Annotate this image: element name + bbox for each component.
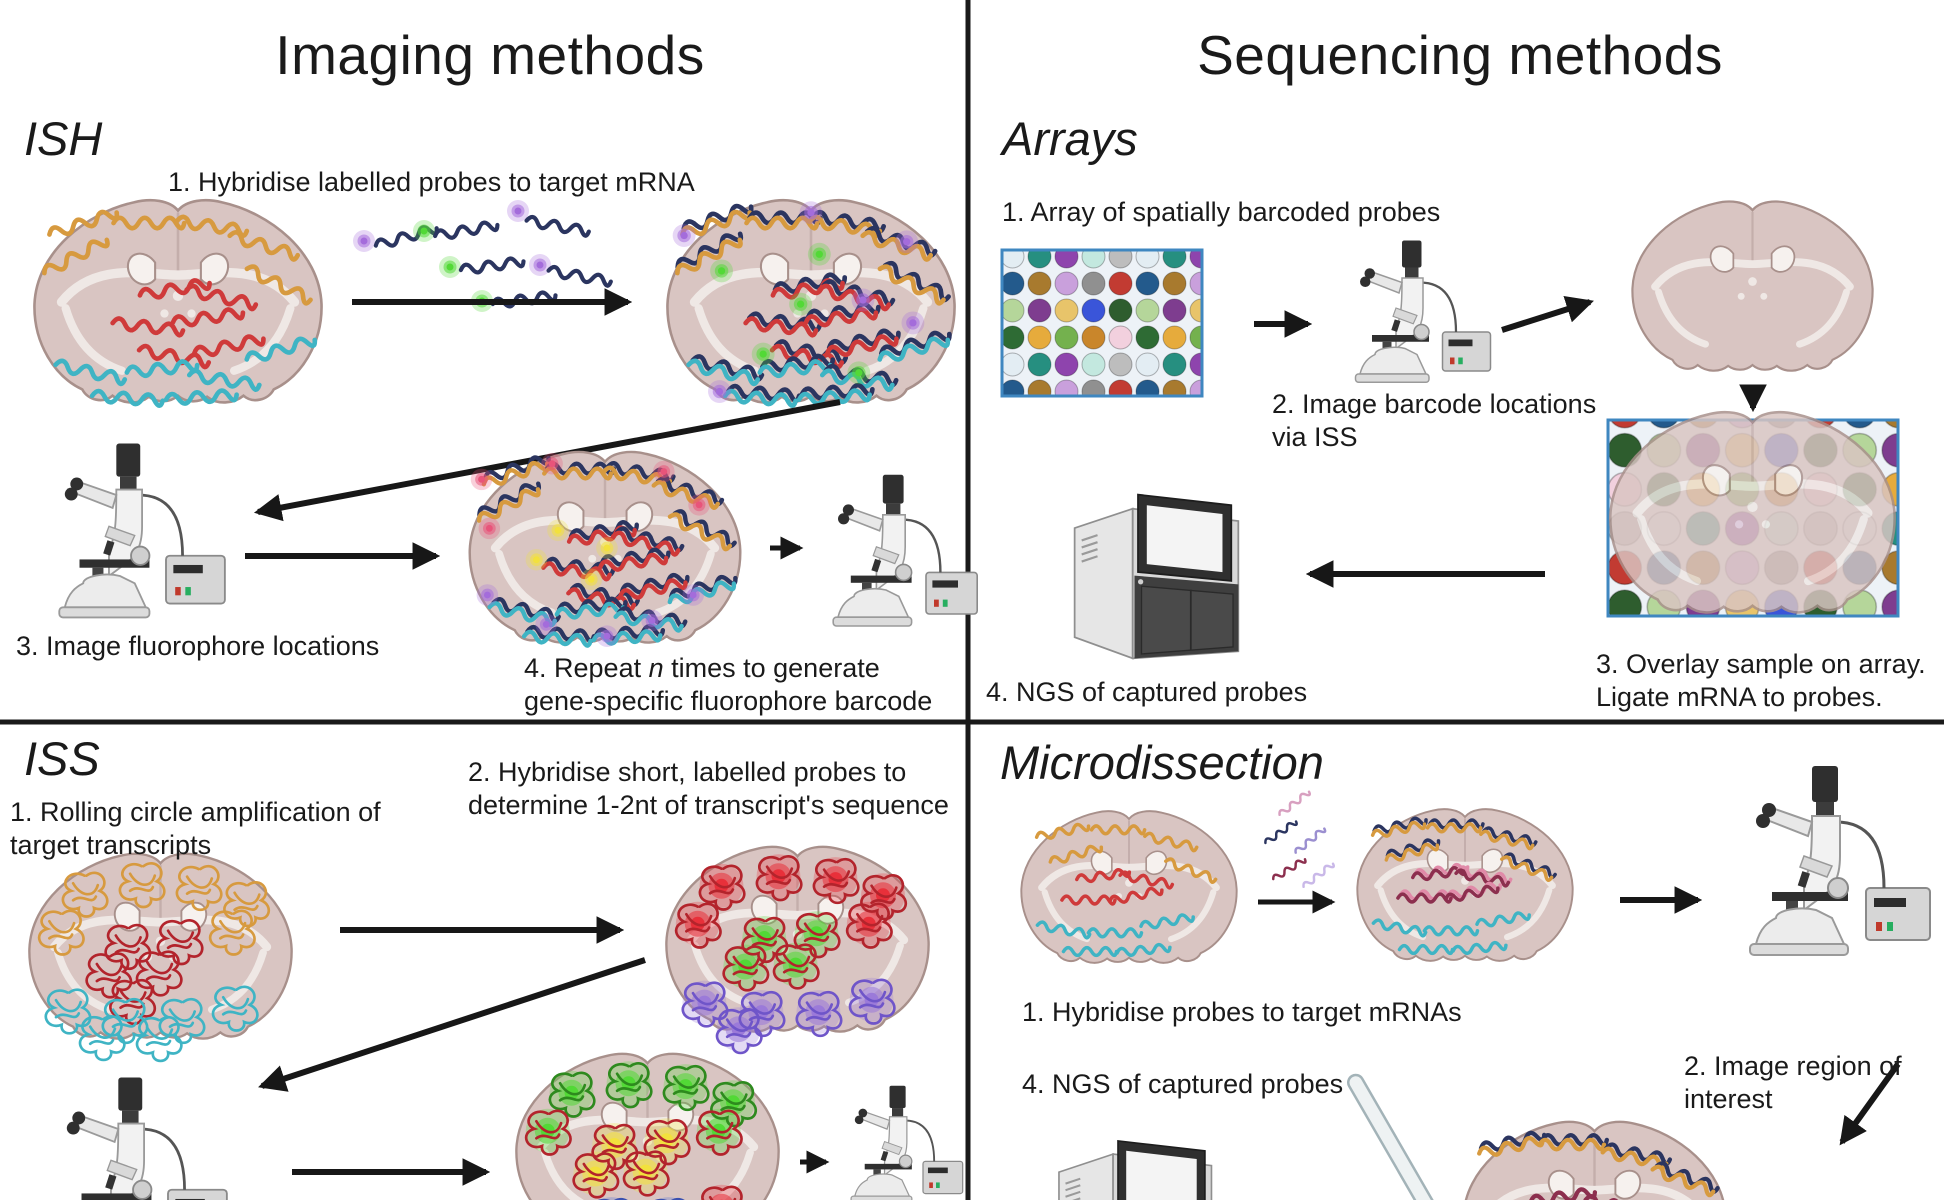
arrow-microscope-to-sample	[1501, 295, 1594, 333]
ish-step4-suffix: times to generate gene-specific fluoroph…	[524, 653, 933, 716]
microscope-icon	[850, 1084, 964, 1200]
ish-heading: ISH	[24, 112, 103, 165]
array-icon	[1000, 248, 1204, 398]
sequencer-icon	[1073, 493, 1240, 660]
arrays-heading: Arrays	[1002, 112, 1138, 165]
arrow-iss-to-microscope	[258, 957, 646, 1092]
microdissection-brain-dissected	[1463, 1122, 1725, 1200]
iss-step1-label: 1. Rolling circle amplification of targe…	[10, 797, 381, 860]
ish-brain-target-mrna	[34, 200, 321, 406]
microdissection-probes	[1262, 788, 1336, 891]
ish-step3-label: 3. Image fluorophore locations	[16, 631, 380, 661]
arrays-step1-label: 1. Array of spatially barcoded probes	[1002, 197, 1441, 227]
arrays-step4-label: 4. NGS of captured probes	[986, 677, 1308, 707]
ish-brain-hybridised	[667, 200, 954, 406]
microdissection-brain-hybridised	[1357, 809, 1572, 961]
micro-step4-label: 4. NGS of captured probes	[1022, 1069, 1344, 1099]
sequencer-icon	[1057, 1139, 1213, 1200]
microscope-icon	[57, 442, 227, 619]
microdissection-brain-target	[1021, 811, 1236, 963]
iss-brain-labelled-round1	[666, 847, 928, 1055]
iss-brain-rca	[29, 854, 291, 1063]
array-brain-overlay	[1608, 412, 1900, 618]
ish-brain-fluorophore-barcode	[470, 452, 741, 647]
micro-step1-label: 1. Hybridise probes to target mRNAs	[1022, 997, 1462, 1027]
ish-labelled-probes	[353, 200, 612, 312]
microscope-icon	[59, 1076, 229, 1200]
iss-step2-label: 2. Hybridise short, labelled probes to d…	[468, 757, 949, 820]
arrow-to-dissection	[1839, 1062, 1901, 1146]
sequencing-methods-title: Sequencing methods	[1197, 24, 1723, 86]
iss-brain-labelled-round2	[516, 1054, 778, 1200]
micro-step2-label: 2. Image region of interest	[1684, 1051, 1902, 1114]
iss-heading: ISS	[24, 732, 100, 785]
microdissection-heading: Microdissection	[1000, 736, 1324, 789]
ish-step4-label: 4. Repeat n times to generate gene-speci…	[524, 652, 994, 718]
imaging-methods-title: Imaging methods	[275, 24, 705, 86]
brain-section-icon	[1632, 202, 1872, 371]
swab-icon	[1347, 1073, 1475, 1200]
ish-step4-prefix: 4. Repeat	[524, 653, 649, 683]
microscope-icon	[832, 473, 979, 628]
microscope-icon	[1354, 239, 1492, 384]
microscope-icon	[1748, 764, 1932, 957]
arrays-step3-label: 3. Overlay sample on array. Ligate mRNA …	[1596, 649, 1926, 712]
ish-step4-variable: n	[648, 653, 664, 683]
ish-step1-label: 1. Hybridise labelled probes to target m…	[168, 167, 695, 197]
arrays-step2-label: 2. Image barcode locations via ISS	[1272, 389, 1597, 452]
